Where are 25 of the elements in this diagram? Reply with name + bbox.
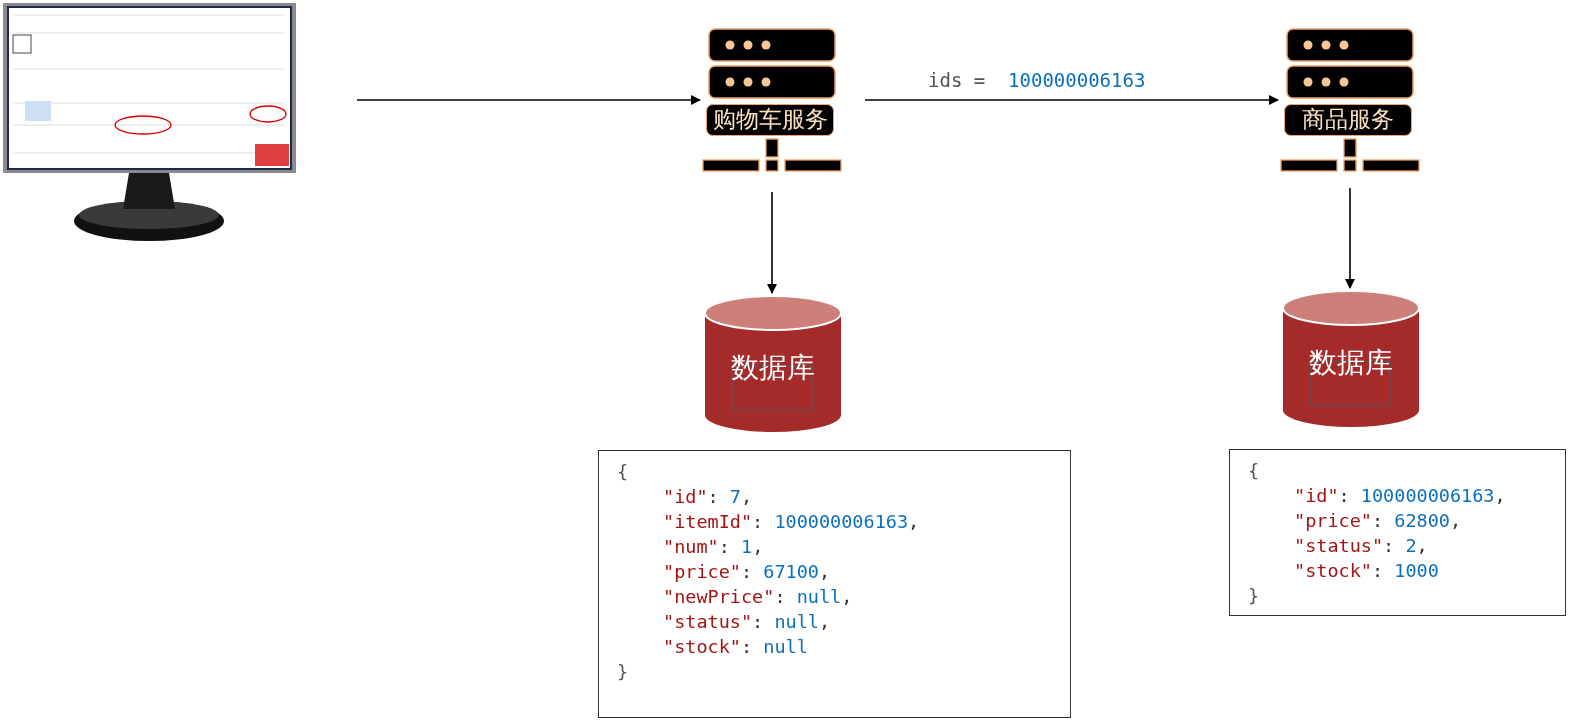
code-line: }	[1248, 584, 1260, 608]
code-line: "status": null,	[663, 610, 831, 634]
code-line: {	[1248, 459, 1260, 483]
code-line: "newPrice": null,	[663, 585, 853, 609]
code-line: "stock": null	[663, 635, 808, 659]
code-line: {	[617, 460, 629, 484]
arrow	[864, 95, 1279, 105]
code-line: "status": 2,	[1294, 534, 1428, 558]
service-label: 购物车服务	[706, 104, 834, 136]
arrow	[1345, 187, 1355, 289]
code-line: "stock": 1000	[1294, 559, 1439, 583]
code-line: "price": 67100,	[663, 560, 831, 584]
service-label: 商品服务	[1284, 104, 1412, 136]
database-label: 数据库	[730, 351, 816, 385]
code-box	[598, 450, 1071, 718]
database-label: 数据库	[1308, 346, 1394, 380]
code-line: "price": 62800,	[1294, 509, 1462, 533]
code-line: "num": 1,	[663, 535, 764, 559]
code-line: "itemId": 100000006163,	[663, 510, 920, 534]
code-line: }	[617, 660, 629, 684]
arrow	[767, 191, 777, 294]
code-box	[1229, 449, 1566, 616]
code-line: "id": 100000006163,	[1294, 484, 1506, 508]
arrow	[356, 95, 701, 105]
code-line: "id": 7,	[663, 485, 753, 509]
